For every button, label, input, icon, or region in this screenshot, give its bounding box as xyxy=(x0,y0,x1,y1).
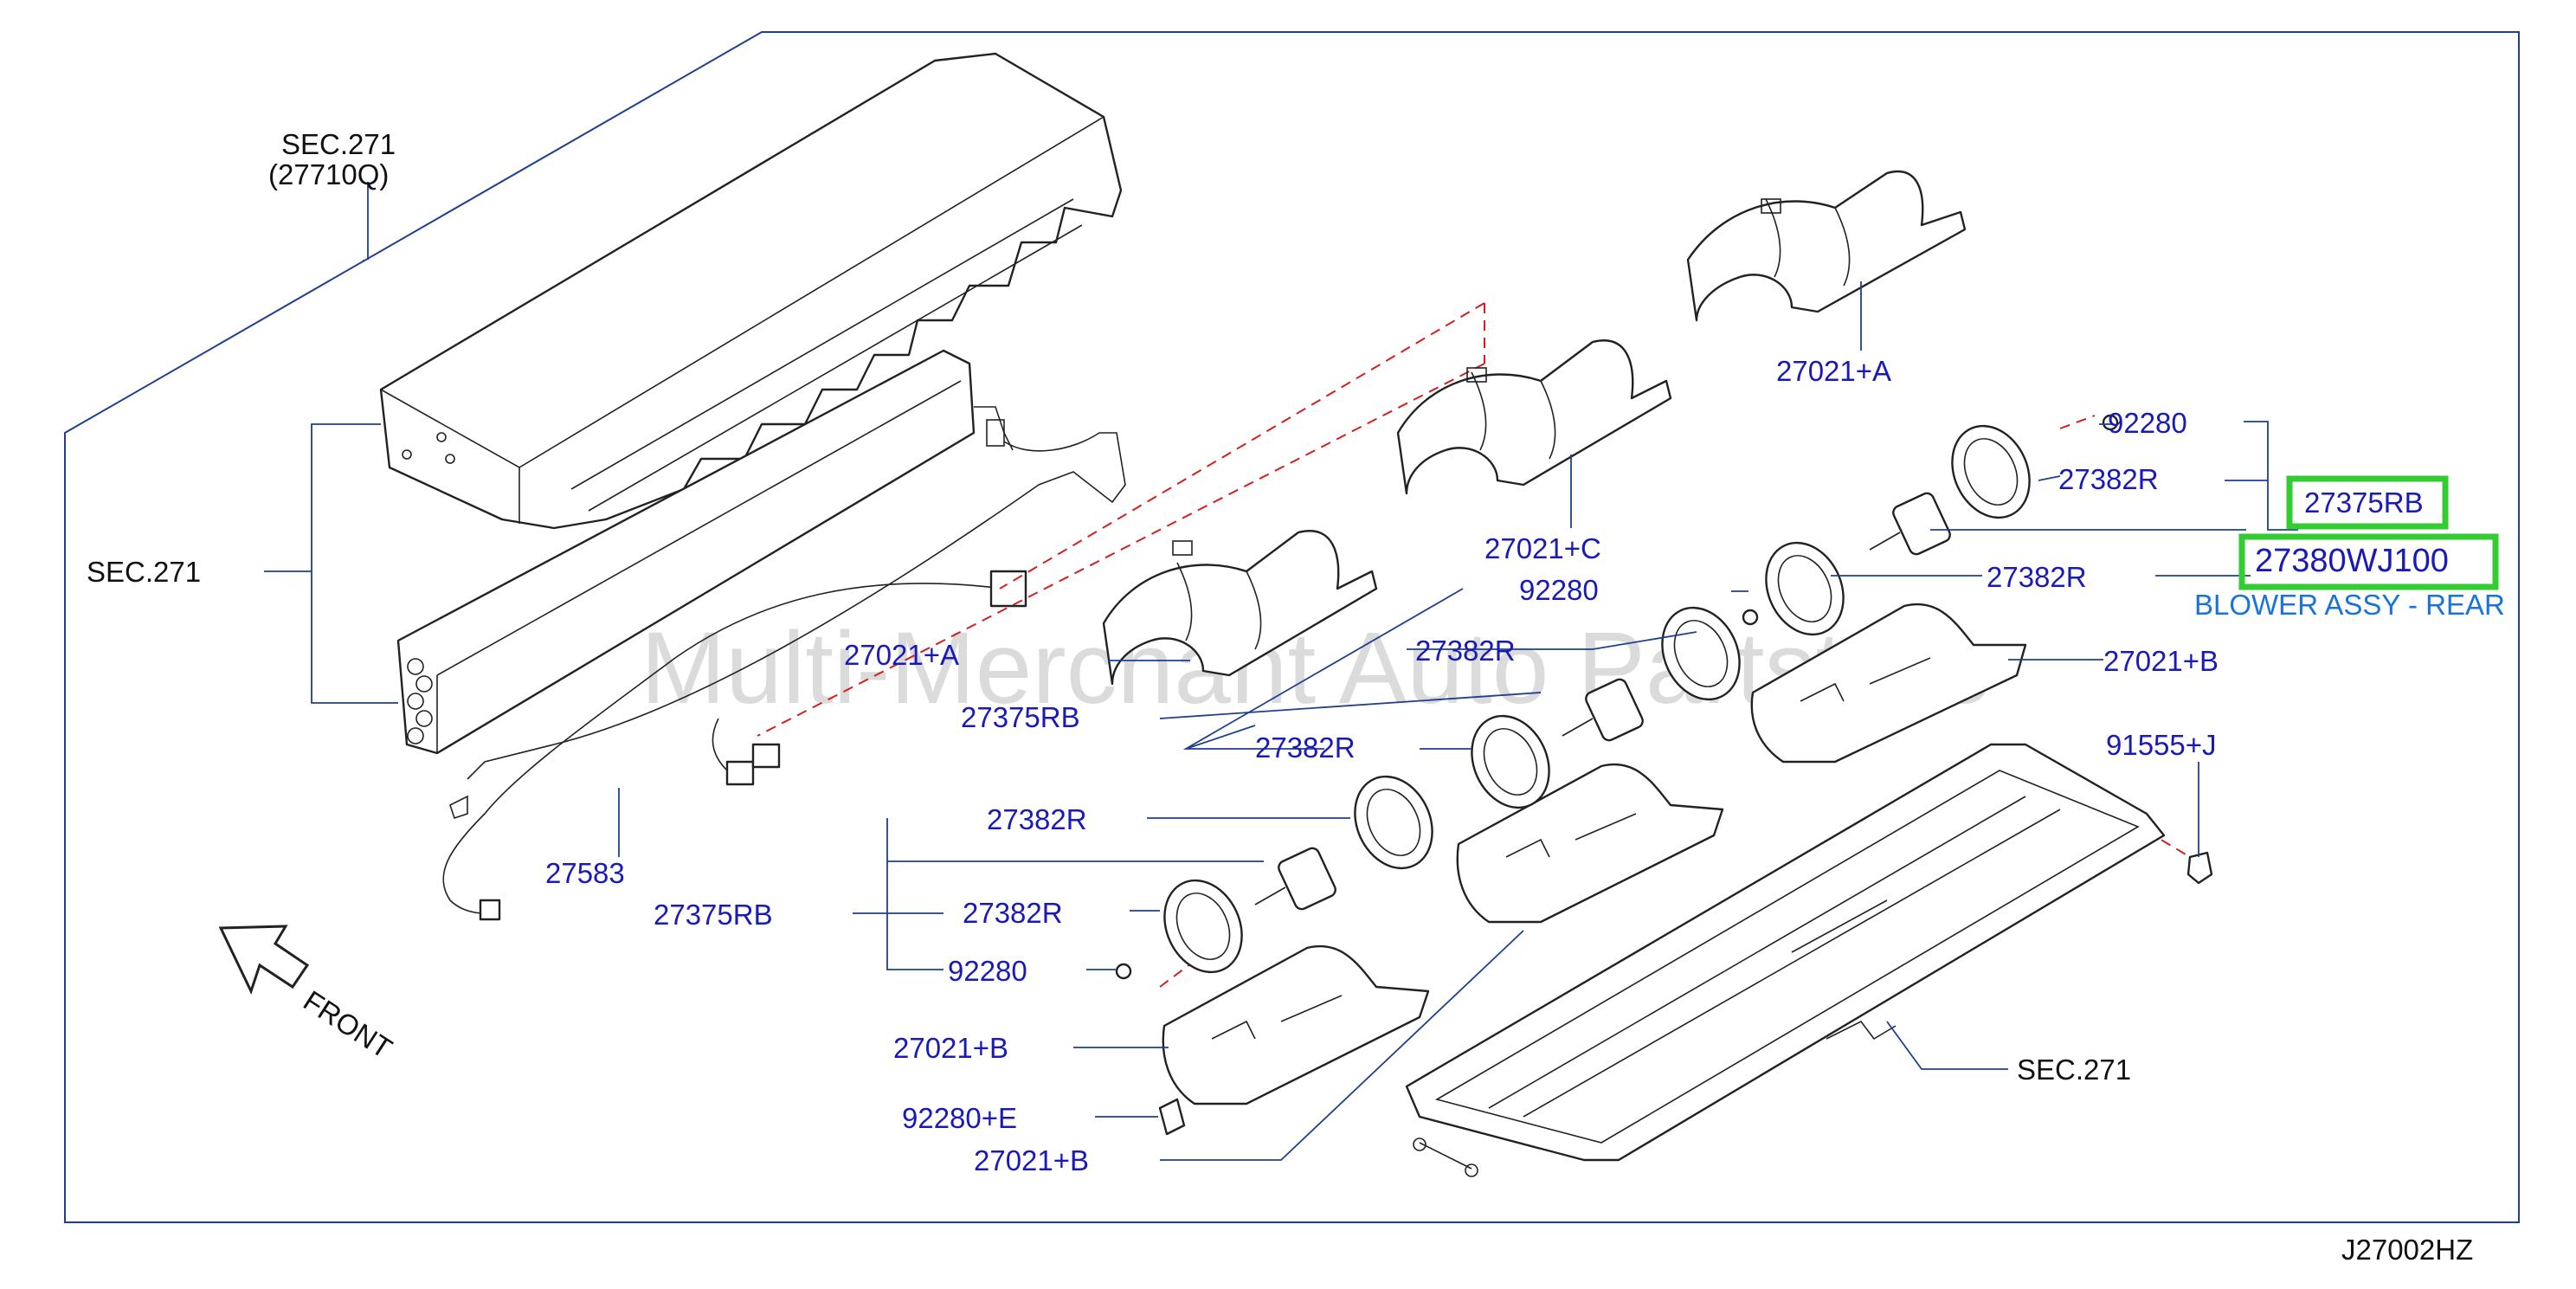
blower-wheel-r2[interactable] xyxy=(1752,530,1858,647)
label-27021c[interactable]: 27021+C xyxy=(1484,532,1601,564)
label-27375rb-low[interactable]: 27375RB xyxy=(654,899,773,931)
label-92280-mid[interactable]: 92280 xyxy=(1519,574,1599,606)
blower-cover-27021a-top[interactable] xyxy=(1686,171,1967,322)
blower-motor-top[interactable] xyxy=(1869,491,1952,557)
highlight-27380wj100 xyxy=(2238,533,2499,590)
label-27021b-right[interactable]: 27021+B xyxy=(2103,645,2219,677)
clip-92280-mid[interactable] xyxy=(1742,609,1759,626)
label-27382r-top[interactable]: 27382R xyxy=(2058,463,2159,495)
label-27382r-mid[interactable]: 27382R xyxy=(1415,635,1516,667)
blower-cover-27021b-mid[interactable] xyxy=(1456,764,1724,924)
leader-lines xyxy=(264,182,2298,1161)
label-27382r-low1[interactable]: 27382R xyxy=(987,803,1087,835)
front-label: FRONT xyxy=(298,984,397,1065)
blower-motor-low[interactable] xyxy=(1254,846,1337,912)
highlight-27375rb xyxy=(2286,475,2449,530)
heater-core[interactable] xyxy=(396,349,1014,755)
blower-wheel-top[interactable] xyxy=(1938,413,2045,530)
label-27382r-r2[interactable]: 27382R xyxy=(1987,561,2087,593)
blower-wheel-low2[interactable] xyxy=(1150,867,1257,984)
label-27021b-low[interactable]: 27021+B xyxy=(893,1032,1008,1064)
label-92280e[interactable]: 92280+E xyxy=(902,1102,1017,1134)
screw-91555j[interactable] xyxy=(2186,851,2213,885)
blower-wheel-mid2[interactable] xyxy=(1458,703,1564,820)
label-27382r-mid2[interactable]: 27382R xyxy=(1255,732,1356,764)
label-92280-low[interactable]: 92280 xyxy=(948,955,1027,987)
blower-cover-27021a-mid[interactable] xyxy=(1102,530,1378,686)
blower-cover-27021c[interactable] xyxy=(1396,339,1672,495)
label-92280-top[interactable]: 92280 xyxy=(2108,407,2187,439)
front-arrow-icon xyxy=(218,925,310,995)
blower-cover-27021b-right[interactable] xyxy=(1750,603,2027,764)
blower-wheel-mid[interactable] xyxy=(1648,595,1755,712)
label-sec271-top: SEC.271 xyxy=(281,128,396,160)
label-91555j[interactable]: 91555+J xyxy=(2106,729,2217,761)
label-sec271-bottom: SEC.271 xyxy=(2017,1054,2131,1086)
label-27583[interactable]: 27583 xyxy=(545,857,625,889)
label-27021a-mid[interactable]: 27021+A xyxy=(844,639,959,671)
label-27021b-bottom[interactable]: 27021+B xyxy=(974,1144,1089,1176)
wire-harness-27583[interactable] xyxy=(442,570,1027,921)
bottom-tray[interactable] xyxy=(1405,743,2166,1177)
blower-motor-mid[interactable] xyxy=(1562,677,1645,743)
blower-wheel-low1[interactable] xyxy=(1341,764,1447,880)
label-27380wj100[interactable]: 27380WJ100 xyxy=(2255,543,2449,579)
label-27382r-low2[interactable]: 27382R xyxy=(963,897,1063,929)
heater-housing-top[interactable] xyxy=(379,52,1123,530)
blower-cover-27021b-low[interactable] xyxy=(1162,945,1430,1105)
label-27375rb-highlighted[interactable]: 27375RB xyxy=(2304,487,2424,519)
label-27375rb-mid[interactable]: 27375RB xyxy=(961,701,1080,733)
clip-92280e[interactable] xyxy=(1158,1098,1186,1136)
diagram-frame xyxy=(64,31,2520,1223)
heater-pipe[interactable] xyxy=(467,432,1126,780)
blower-assy-description: BLOWER ASSY - REAR xyxy=(2194,589,2505,621)
label-27021a-top[interactable]: 27021+A xyxy=(1776,355,1891,387)
label-sec271-top-code: (27710Q) xyxy=(268,158,389,190)
clip-92280-low[interactable] xyxy=(1115,963,1132,980)
label-sec271-left: SEC.271 xyxy=(87,556,201,588)
diagram-code: J27002HZ xyxy=(2341,1234,2473,1266)
clip-92280-top[interactable] xyxy=(2102,414,2119,431)
